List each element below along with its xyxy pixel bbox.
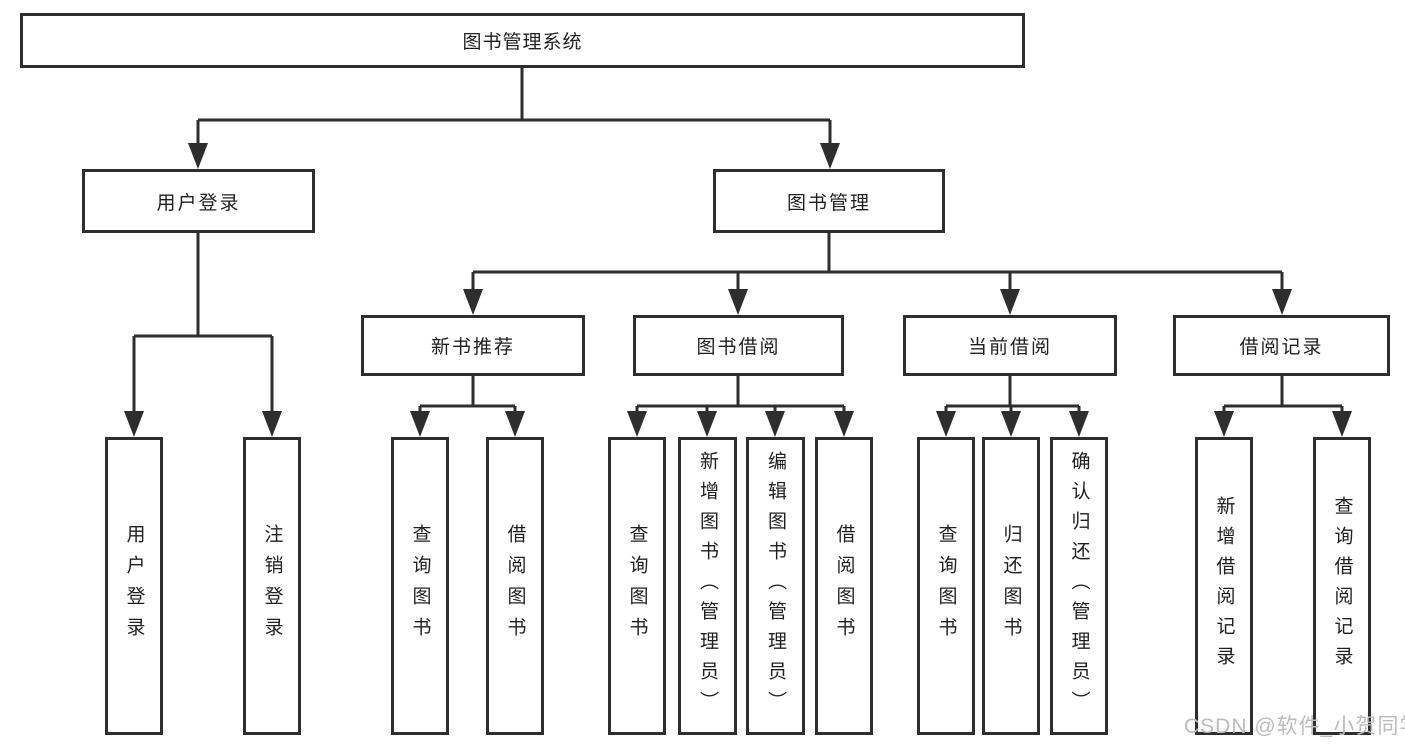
leaf-newbook-borrow-label: 借阅图书 xyxy=(504,524,526,648)
node-book-management: 图书管理 xyxy=(713,169,945,233)
node-book-borrow: 图书借阅 xyxy=(633,315,844,376)
node-new-book-recommend-label: 新书推荐 xyxy=(430,337,515,358)
leaf-current-query: 查询图书 xyxy=(917,437,975,735)
leaf-borrow-query-label: 查询图书 xyxy=(626,524,648,648)
leaf-add-borrow-record-label: 新增借阅记录 xyxy=(1213,496,1235,676)
node-root-label: 图书管理系统 xyxy=(462,32,583,53)
node-borrow-record-label: 借阅记录 xyxy=(1239,337,1324,358)
watermark: CSDN @软件_小贺同学 xyxy=(1184,715,1405,738)
leaf-edit-book-admin-label: 编辑图书（管理员） xyxy=(765,451,786,721)
node-borrow-record: 借阅记录 xyxy=(1173,315,1390,376)
node-book-borrow-label: 图书借阅 xyxy=(696,337,781,358)
leaf-confirm-return-admin: 确认归还（管理员） xyxy=(1050,437,1108,735)
leaf-newbook-query-label: 查询图书 xyxy=(409,524,431,648)
leaf-newbook-query: 查询图书 xyxy=(391,437,449,735)
leaf-query-borrow-record: 查询借阅记录 xyxy=(1313,437,1371,735)
leaf-borrow-book: 借阅图书 xyxy=(815,437,873,735)
leaf-borrow-book-label: 借阅图书 xyxy=(833,524,855,648)
node-new-book-recommend: 新书推荐 xyxy=(361,315,585,376)
leaf-user-login-label: 用户登录 xyxy=(123,524,145,648)
node-root: 图书管理系统 xyxy=(20,13,1025,68)
node-current-borrow: 当前借阅 xyxy=(903,315,1117,376)
leaf-confirm-return-admin-label: 确认归还（管理员） xyxy=(1068,451,1090,721)
leaf-return-book-label: 归还图书 xyxy=(1000,524,1022,648)
leaf-borrow-query: 查询图书 xyxy=(608,437,666,735)
node-user-login: 用户登录 xyxy=(82,169,315,233)
leaf-logout: 注销登录 xyxy=(243,437,301,735)
leaf-query-borrow-record-label: 查询借阅记录 xyxy=(1331,496,1353,676)
leaf-newbook-borrow: 借阅图书 xyxy=(486,437,544,735)
node-user-login-label: 用户登录 xyxy=(156,192,241,214)
leaf-add-book-admin: 新增图书（管理员） xyxy=(678,437,737,735)
leaf-add-borrow-record: 新增借阅记录 xyxy=(1195,437,1253,735)
leaf-return-book: 归还图书 xyxy=(982,437,1040,735)
leaf-logout-label: 注销登录 xyxy=(261,524,283,648)
leaf-edit-book-admin: 编辑图书（管理员） xyxy=(746,437,805,735)
node-current-borrow-label: 当前借阅 xyxy=(967,337,1052,358)
leaf-user-login: 用户登录 xyxy=(105,437,163,735)
node-book-management-label: 图书管理 xyxy=(786,192,871,214)
leaf-current-query-label: 查询图书 xyxy=(935,524,957,648)
leaf-add-book-admin-label: 新增图书（管理员） xyxy=(697,451,718,721)
